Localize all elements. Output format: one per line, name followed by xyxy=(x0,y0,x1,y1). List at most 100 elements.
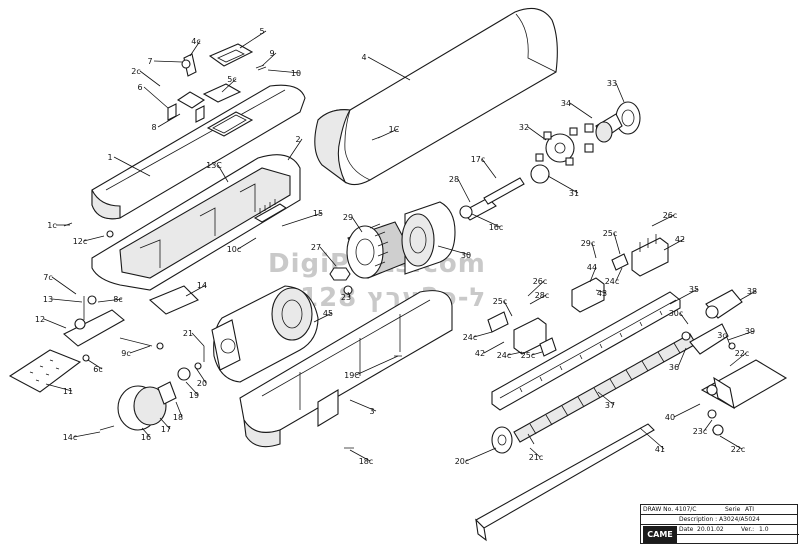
part-bracket xyxy=(689,289,788,410)
leader-line xyxy=(143,86,169,109)
leader-line xyxy=(473,331,493,338)
part-callout-label: 39 xyxy=(745,327,755,336)
brand-logo: CAME xyxy=(643,526,677,543)
leader-line xyxy=(349,399,377,412)
part-callout-label: 7 xyxy=(147,57,152,66)
part-callout-label: 4 xyxy=(361,53,366,62)
part-callout-label: 29 xyxy=(343,213,353,222)
leader-line xyxy=(281,212,323,227)
part-callout-label: 16c xyxy=(489,223,504,232)
leader-line xyxy=(719,435,743,450)
part-callout-label: 2 xyxy=(295,135,300,144)
part-callout-label: 5 xyxy=(259,27,264,36)
serie-label: Serie xyxy=(725,506,741,513)
part-callout-label: 40 xyxy=(665,413,675,422)
part-base-lower xyxy=(91,154,301,291)
leader-line xyxy=(529,447,541,458)
part-callout-label: 2c xyxy=(131,67,141,76)
leader-line xyxy=(237,237,257,250)
part-callout-label: 30c xyxy=(669,309,684,318)
draw-no-label: DRAW No. xyxy=(643,506,674,513)
leader-line xyxy=(185,381,199,396)
part-callout-label: 17 xyxy=(161,425,171,434)
part-callout-label: 13 xyxy=(43,295,53,304)
part-bearing-hub xyxy=(595,101,641,143)
part-callout-label: 20 xyxy=(197,379,207,388)
part-star-coupling xyxy=(530,123,594,184)
date-value: 20.01.02 xyxy=(697,526,724,533)
leader-line xyxy=(313,312,333,323)
part-callout-label: 6 xyxy=(137,83,142,92)
part-callout-label: 8 xyxy=(151,123,156,132)
part-guide-bar xyxy=(475,423,655,542)
leader-line xyxy=(729,352,747,367)
title-row-description: Description : A3024/A5024 xyxy=(641,515,797,525)
part-motor xyxy=(211,285,319,383)
leader-line xyxy=(367,56,411,81)
leader-line xyxy=(141,427,151,438)
part-callout-label: 1c xyxy=(47,221,57,230)
leader-line xyxy=(261,52,277,67)
part-callout-label: 42 xyxy=(475,349,485,358)
part-callout-label: 9c xyxy=(121,349,131,358)
part-callout-label: 26c xyxy=(533,277,548,286)
part-callout-label: 4c xyxy=(191,37,201,46)
part-callout-label: 30 xyxy=(461,251,471,260)
leader-line xyxy=(287,138,303,161)
part-callout-label: 44 xyxy=(587,263,597,272)
part-rack xyxy=(491,291,681,411)
part-callout-label: 25c xyxy=(603,229,618,238)
leader-line xyxy=(465,447,497,462)
leader-line xyxy=(377,128,399,139)
part-callout-label: 24c xyxy=(605,277,620,286)
leader-line xyxy=(355,355,399,376)
leader-line xyxy=(97,298,123,303)
part-gear-sleeve xyxy=(346,201,456,279)
leader-line xyxy=(483,341,505,354)
leader-line xyxy=(217,164,229,183)
callout-labels: 11c1C22c33c44c55c66c77c88c99c1010c111212… xyxy=(35,27,757,466)
leader-line xyxy=(613,232,621,255)
part-callout-label: 23c xyxy=(693,427,708,436)
leader-line xyxy=(739,290,757,301)
leader-line xyxy=(703,419,713,432)
part-callout-label: 36 xyxy=(669,363,679,372)
leader-line xyxy=(319,246,337,267)
part-release-knob xyxy=(117,346,205,431)
part-callout-label: 22c xyxy=(735,349,750,358)
part-callout-label: 24c xyxy=(497,351,512,360)
part-callout-label: 14 xyxy=(197,281,207,290)
part-limit-switch xyxy=(487,234,669,357)
part-callout-label: 37 xyxy=(605,401,615,410)
part-callout-label: 20c xyxy=(455,457,470,466)
leader-line xyxy=(615,82,625,103)
part-lower-frame xyxy=(239,290,453,448)
part-callout-label: 11 xyxy=(63,387,73,396)
part-callout-label: 19 xyxy=(189,391,199,400)
part-callout-label: 10 xyxy=(291,69,301,78)
leader-lines xyxy=(43,30,757,462)
leader-line xyxy=(591,242,597,259)
leader-line xyxy=(615,267,623,282)
part-callout-label: 25c xyxy=(521,351,536,360)
leader-line xyxy=(673,403,701,418)
leader-line xyxy=(87,359,103,370)
part-callout-label: 42 xyxy=(675,235,685,244)
part-callout-label: 24c xyxy=(463,333,478,342)
leader-line xyxy=(185,284,207,297)
leader-line xyxy=(597,391,615,406)
part-callout-label: 18 xyxy=(173,413,183,422)
part-callout-label: 45 xyxy=(323,309,333,318)
date-label: Date xyxy=(679,526,694,533)
part-callout-label: 38 xyxy=(747,287,757,296)
part-callout-label: 7c xyxy=(43,273,53,282)
part-callout-label: 25c xyxy=(493,297,508,306)
part-callout-label: 29c xyxy=(581,239,596,248)
part-cover xyxy=(314,7,558,186)
leader-line xyxy=(569,102,593,119)
leader-line xyxy=(727,330,755,341)
part-callout-label: 15 xyxy=(313,209,323,218)
leader-line xyxy=(351,216,363,233)
leader-line xyxy=(45,383,73,392)
